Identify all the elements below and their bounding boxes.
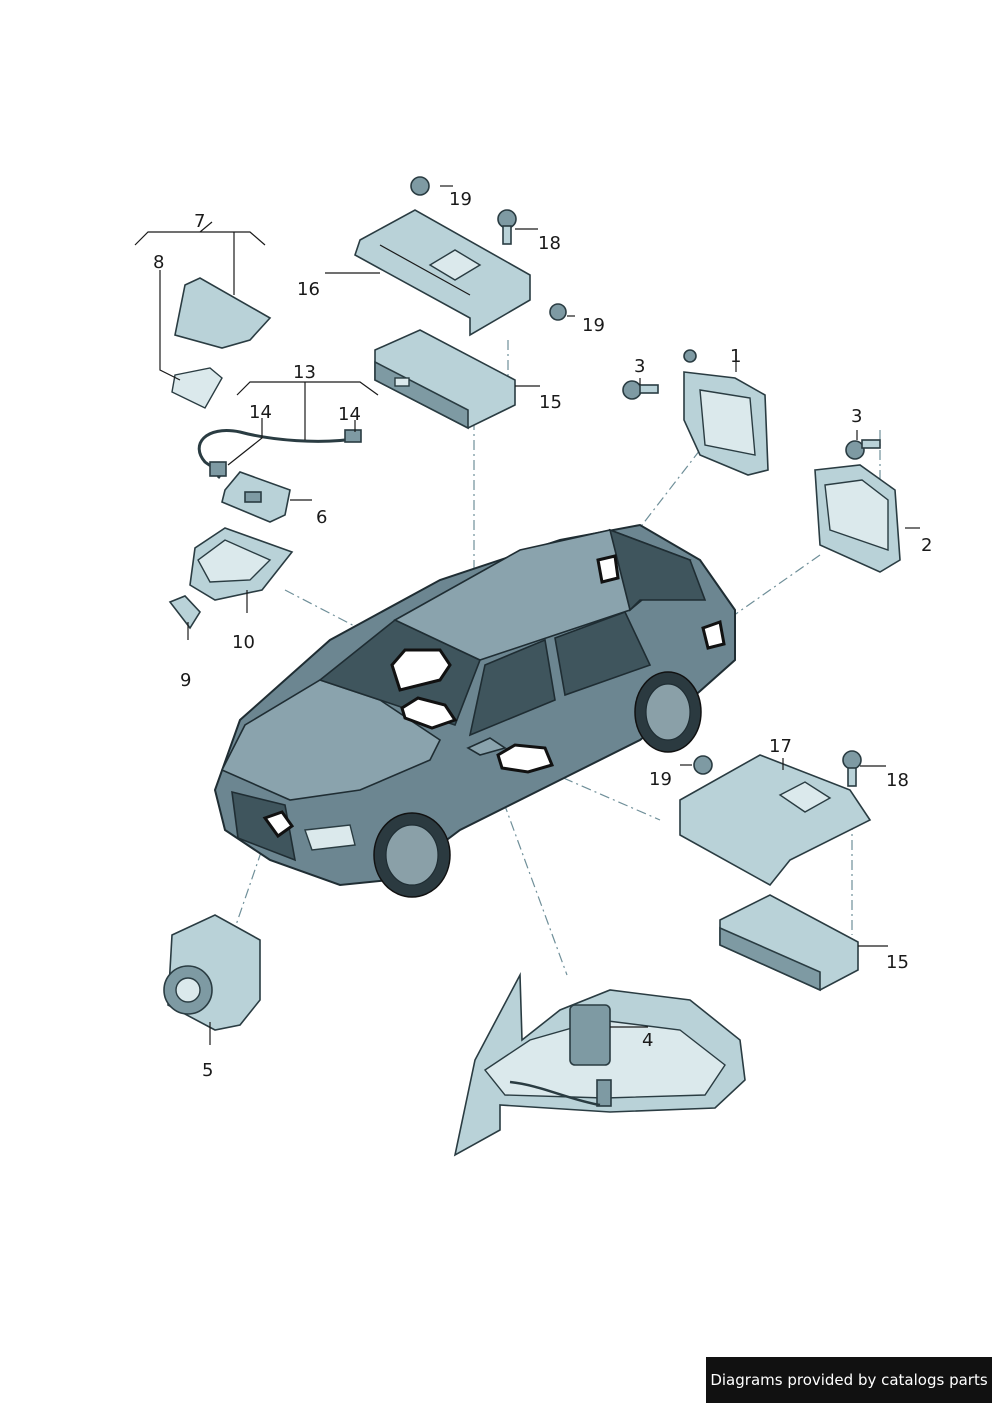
part-4-mirror (453, 971, 746, 1157)
callouts: 1 2 3 3 4 5 6 7 8 9 10 13 14 14 15 15 16… (153, 189, 932, 1081)
callout-3b: 3 (851, 406, 862, 427)
leader-lines (134, 185, 920, 1045)
part-1-control-unit (683, 349, 769, 476)
callout-8: 8 (153, 252, 164, 273)
part-15-control-unit-top (374, 329, 516, 430)
callout-13: 13 (293, 362, 316, 383)
part-17-bracket (679, 754, 872, 887)
callout-3a: 3 (634, 356, 645, 377)
callout-15a: 15 (539, 392, 562, 413)
callout-9: 9 (180, 670, 191, 691)
part-6-camera-module (221, 471, 291, 523)
part-13-cable (197, 429, 362, 479)
callout-19b: 19 (582, 315, 605, 336)
part-15-control-unit-bottom (719, 894, 859, 992)
part-2-control-unit (814, 464, 901, 573)
callout-18a: 18 (538, 233, 561, 254)
callout-17: 17 (769, 736, 792, 757)
callout-5: 5 (202, 1060, 213, 1081)
callout-2: 2 (921, 535, 932, 556)
callout-14a: 14 (249, 402, 272, 423)
fasteners (410, 176, 881, 787)
callout-10: 10 (232, 632, 255, 653)
callout-4: 4 (642, 1030, 653, 1051)
callout-19c: 19 (649, 769, 672, 790)
callout-14b: 14 (338, 404, 361, 425)
part-16-bracket (354, 209, 531, 337)
part-5-camera (163, 914, 261, 1031)
callout-15b: 15 (886, 952, 909, 973)
callout-6: 6 (316, 507, 327, 528)
callout-7: 7 (194, 211, 205, 232)
callout-18b: 18 (886, 770, 909, 791)
part-10-cover (168, 527, 294, 630)
part-7-8-bracket (171, 277, 272, 409)
callout-16: 16 (297, 279, 320, 300)
car-illustration (213, 523, 736, 898)
footer-credit: Diagrams provided by catalogs parts (706, 1357, 992, 1403)
callout-19a: 19 (449, 189, 472, 210)
callout-1: 1 (730, 346, 741, 367)
